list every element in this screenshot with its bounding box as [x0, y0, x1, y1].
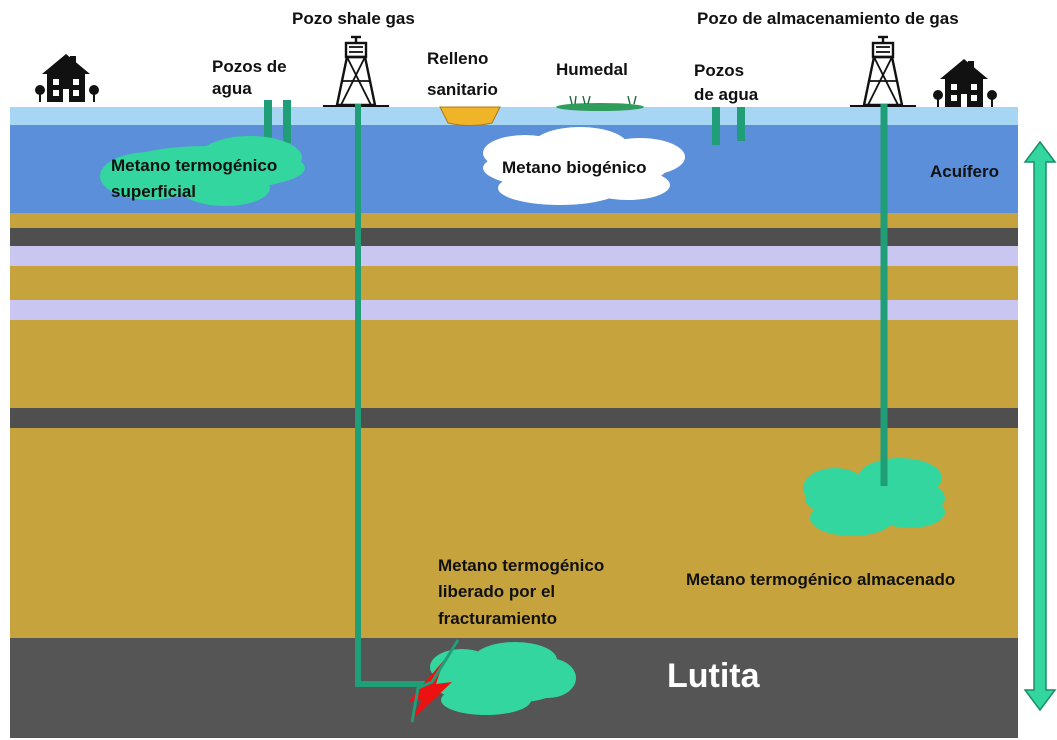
water-wells-right-label-line2: de agua: [694, 85, 759, 104]
house-left-icon: [35, 54, 99, 102]
shale-gas-well-pipe: [355, 104, 425, 687]
water-wells-right-icon: [712, 107, 745, 145]
water-wells-left-label-line1: Pozos de: [212, 57, 287, 76]
sediment-layer-2: [10, 266, 1018, 300]
landfill-label-line2: sanitario: [427, 80, 498, 99]
water-wells-left-icon: [264, 100, 291, 143]
dark-layer-2: [10, 408, 1018, 428]
lavender-layer-2: [10, 300, 1018, 320]
lavender-layer-1: [10, 246, 1018, 266]
water-wells-right-label-line1: Pozos: [694, 61, 745, 80]
biogenic-methane-label: Metano biogénico: [502, 158, 647, 177]
landfill-label-line1: Relleno: [427, 49, 489, 68]
shale-layer-label: Lutita: [667, 657, 760, 695]
shallow-methane-cloud: [100, 136, 305, 206]
wetland-icon: [556, 103, 644, 111]
sediment-layer-1: [10, 213, 1018, 228]
house-right-icon: [933, 59, 997, 107]
stored-methane-label: Metano termogénico almacenado: [686, 570, 956, 589]
released-methane-label-line2: liberado por el: [438, 582, 556, 601]
shallow-methane-label-line1: Metano termogénico: [111, 156, 278, 175]
surface-water-layer: [10, 107, 1018, 125]
water-wells-left-label-line2: agua: [212, 79, 252, 98]
landfill-icon: [439, 106, 501, 126]
fracture-icon: [408, 660, 452, 722]
released-methane-cloud: [430, 642, 576, 715]
sediment-layer-3: [10, 320, 1018, 408]
storage-derrick-icon: [848, 35, 918, 108]
fracture-lines: [410, 639, 460, 723]
dark-layer-1: [10, 228, 1018, 246]
depth-arrow-icon: [1023, 140, 1057, 712]
wetland-label: Humedal: [556, 60, 628, 79]
shallow-methane-label-line2: superficial: [111, 182, 197, 201]
biogenic-methane-cloud: [483, 127, 685, 205]
shale-gas-derrick-icon: [321, 35, 391, 108]
released-methane-label-line1: Metano termogénico: [438, 556, 605, 575]
storage-well-label: Pozo de almacenamiento de gas: [697, 9, 959, 28]
released-methane-label-line3: fracturamiento: [438, 609, 558, 628]
aquifer-label: Acuífero: [930, 162, 999, 181]
stored-methane-cloud: [803, 458, 945, 536]
wetland-grass-icon: [569, 95, 637, 105]
shale-gas-well-label: Pozo shale gas: [292, 9, 415, 28]
